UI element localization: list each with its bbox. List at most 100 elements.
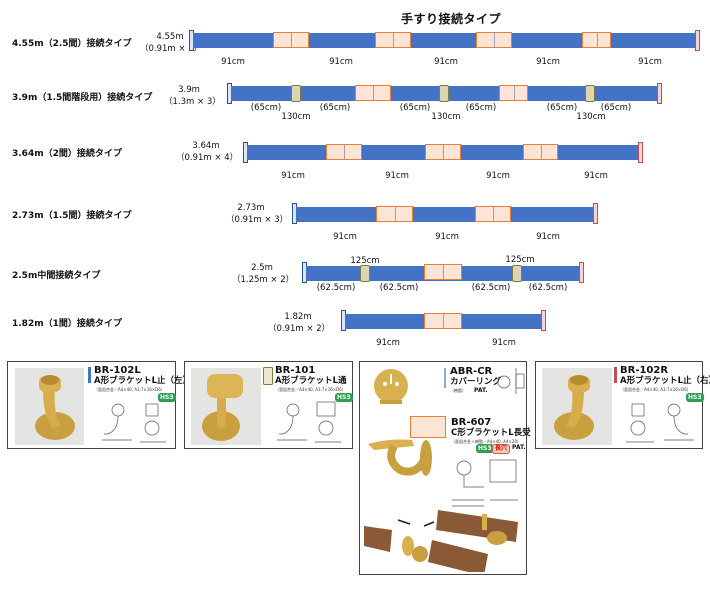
row-label: 1.82m（1間）接続タイプ	[12, 319, 122, 329]
right-end-cap	[541, 310, 546, 331]
row-total: 3.64m（0.91m × 4）	[176, 141, 239, 163]
segment-length: 91cm	[329, 57, 353, 67]
row-label: 2.73m（1.5間）接続タイプ	[12, 211, 132, 221]
right-end-cap	[579, 262, 584, 283]
segment-length: 91cm	[435, 232, 459, 242]
row-label: 4.55m（2.5間）接続タイプ	[12, 39, 132, 49]
segment-length: 91cm	[385, 171, 409, 181]
product-name: A形ブラケットL止（左）	[94, 376, 191, 386]
product-photo	[542, 368, 612, 445]
product-spec: （樹脂）	[450, 388, 466, 393]
segment-length: 91cm	[536, 57, 560, 67]
patent-label: PAT.	[512, 444, 526, 451]
product-spec: （亜鉛合金／A4×40, A3.7×16×D6）	[94, 387, 165, 392]
mid-connector	[439, 85, 449, 102]
product-name: A形ブラケットL通	[275, 376, 347, 386]
c-bracket-photo-icon	[368, 439, 432, 476]
segment-length: 91cm	[281, 171, 305, 181]
cover-ring-photo-icon	[374, 369, 408, 404]
joint	[424, 264, 462, 280]
product-photo	[15, 368, 84, 445]
dimension-drawing-icon	[277, 401, 341, 443]
right-end-cap	[657, 83, 662, 104]
handrail-bar	[193, 33, 695, 48]
segment-length: 91cm	[434, 57, 458, 67]
product-code: BR-101	[275, 365, 316, 376]
segment-length: 91cm	[536, 232, 560, 242]
half-segment-length: (65cm)	[319, 103, 351, 113]
mid-connector	[291, 85, 301, 102]
product-code: ABR-CR	[450, 366, 493, 377]
mid-connector	[585, 85, 595, 102]
half-segment-length: (65cm)	[250, 103, 282, 113]
joint	[523, 144, 558, 160]
product-br-102l: BR-102L A形ブラケットL止（左） （亜鉛合金／A4×40, A3.7×1…	[7, 361, 191, 449]
half-segment-length: (62.5cm)	[316, 283, 356, 293]
right-end-cap	[695, 30, 700, 51]
joint	[424, 313, 462, 329]
half-segment-length: (65cm)	[600, 103, 632, 113]
hs3-badge: HS3	[335, 393, 353, 402]
product-code: BR-102R	[620, 365, 669, 376]
dimension-drawing-icon	[102, 403, 166, 443]
segment-length: 125cm	[505, 255, 535, 265]
joint	[425, 144, 461, 160]
joint	[499, 85, 528, 101]
product-spec: （亜鉛合金／A4×40, A3.7×16×D6）	[275, 387, 346, 392]
bracket-photo-icon	[554, 375, 594, 440]
row-total: 4.55m（0.91m × 5）	[140, 32, 203, 54]
joint-marker-icon	[410, 416, 446, 438]
joint	[475, 206, 511, 222]
page-title: 手すり接続タイプ	[401, 12, 502, 26]
half-segment-length: (65cm)	[399, 103, 431, 113]
half-segment-length: (62.5cm)	[379, 283, 419, 293]
bracket-photo-icon	[35, 375, 75, 440]
half-segment-length: (65cm)	[465, 103, 497, 113]
product-photo	[191, 368, 261, 445]
row-label: 3.64m（2間）接続タイプ	[12, 149, 122, 159]
segment-length: 91cm	[584, 171, 608, 181]
product-name: カバーリング	[450, 377, 502, 387]
product-name: A形ブラケットL止（右）	[620, 376, 710, 386]
product-spec: （亜鉛合金＋樹脂／A4×40, A4×20）	[451, 439, 521, 444]
segment-length: 91cm	[486, 171, 510, 181]
bracket-photo-icon	[202, 374, 243, 441]
product-br-101: BR-101 A形ブラケットL通 （亜鉛合金／A4×40, A3.7×16×D6…	[184, 361, 353, 449]
joint	[273, 32, 309, 48]
left-cap-marker-icon	[88, 367, 91, 383]
row-total: 2.5m（1.25m × 2）	[232, 263, 295, 285]
row-total: 3.9m（1.3m × 3）	[164, 85, 221, 107]
product-code: BR-607	[451, 417, 492, 428]
right-end-cap	[593, 203, 598, 224]
dimension-drawing-icon	[452, 459, 518, 507]
segment-length: 130cm	[576, 112, 606, 122]
segment-length: 91cm	[638, 57, 662, 67]
long-hole-badge: 長穴	[492, 444, 511, 454]
half-segment-length: (65cm)	[546, 103, 578, 113]
hs3-badge: HS3	[686, 393, 704, 402]
segment-length: 125cm	[350, 256, 380, 266]
joint	[326, 144, 362, 160]
dimension-drawing-icon	[497, 368, 525, 394]
right-cap-marker-icon	[614, 367, 617, 383]
product-name: C形ブラケットL長受	[451, 428, 531, 438]
handrail-assembly-photo-icon	[364, 510, 518, 572]
row-label: 3.9m（1.5間階段用）接続タイプ	[12, 93, 153, 103]
mid-connector	[512, 265, 522, 282]
segment-length: 130cm	[431, 112, 461, 122]
product-abr-cr-br-607: ABR-CR カバーリング （樹脂） PAT. BR-607 C形ブラケットL長…	[359, 361, 531, 575]
joint	[355, 85, 391, 101]
segment-length: 91cm	[376, 338, 400, 348]
segment-length: 130cm	[281, 112, 311, 122]
dimension-drawing-icon	[626, 403, 694, 443]
hs3-badge: HS3	[476, 444, 494, 453]
product-code: BR-102L	[94, 365, 141, 376]
mid-connector-marker-icon	[263, 367, 273, 385]
row-total: 1.82m（0.91m × 2）	[268, 312, 331, 334]
divider-line-icon	[444, 368, 446, 388]
mid-connector	[360, 265, 370, 282]
joint	[376, 206, 413, 222]
joint	[476, 32, 512, 48]
patent-label: PAT.	[474, 387, 488, 394]
row-total: 2.73m（0.91m × 3）	[226, 203, 289, 225]
